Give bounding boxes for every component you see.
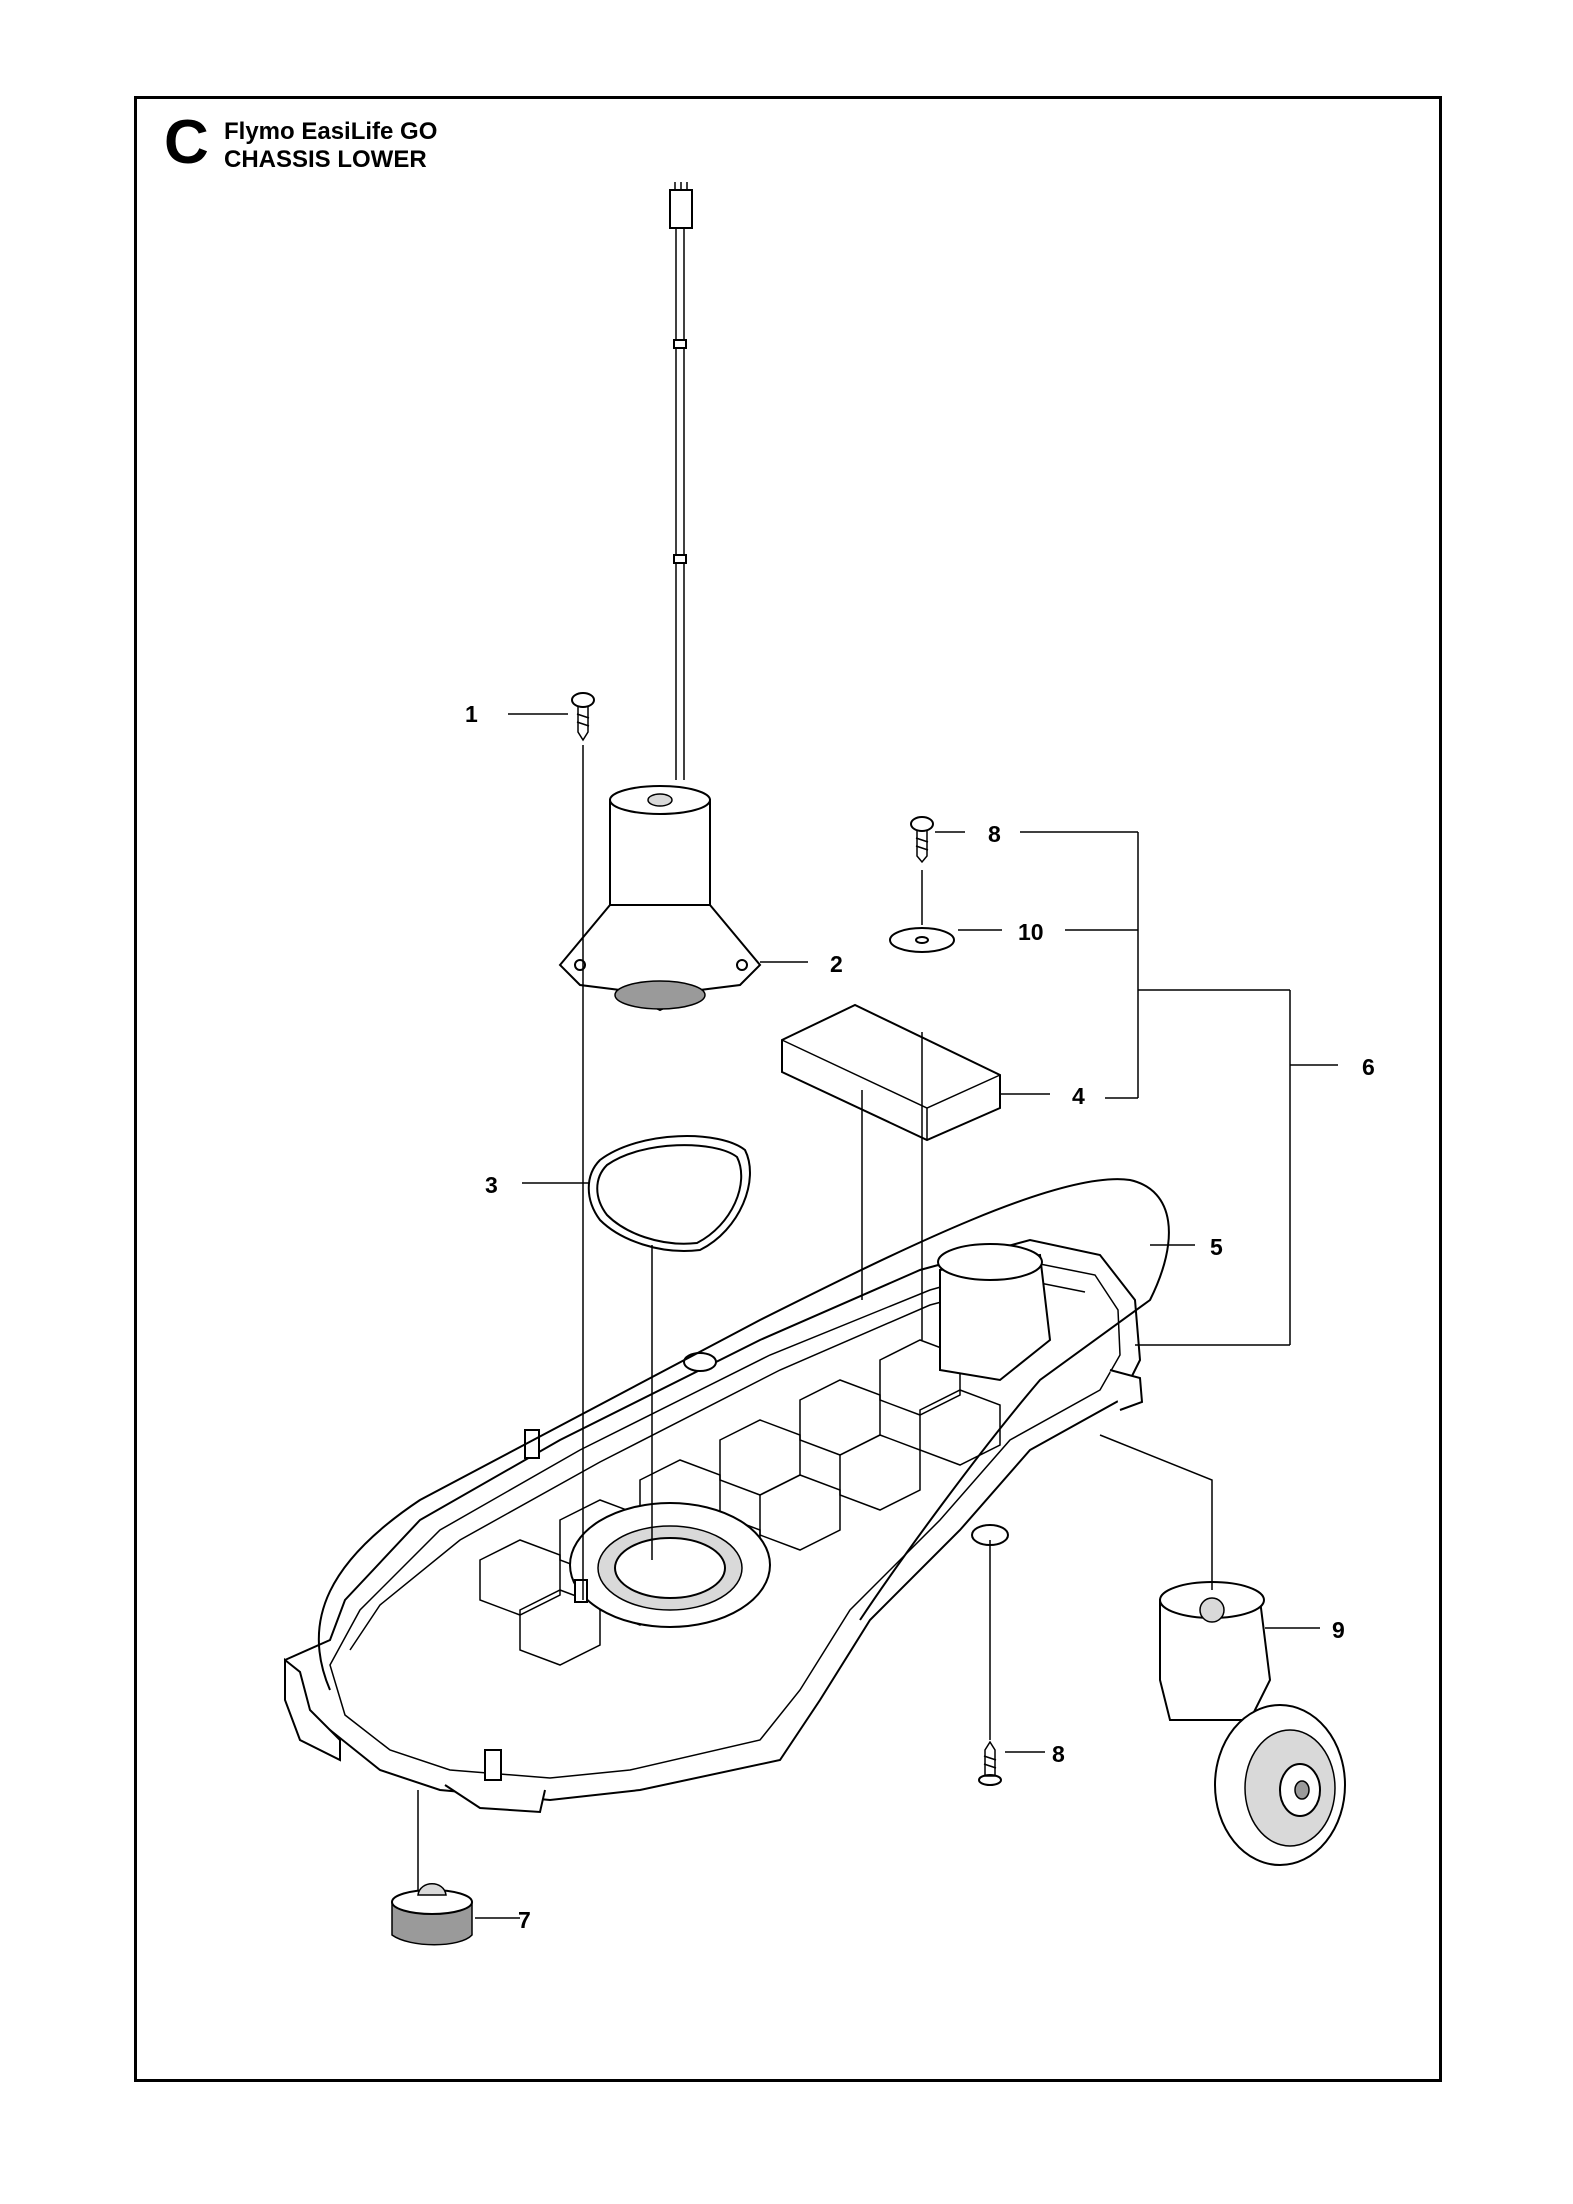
section-letter: C (164, 108, 209, 177)
caster-wheel (1159, 1581, 1346, 1866)
gasket-ring (587, 1135, 751, 1252)
callout-5: 5 (1210, 1234, 1223, 1260)
title-block: Flymo EasiLife GO CHASSIS LOWER (224, 118, 437, 174)
rubber-foot (391, 1883, 473, 1946)
callout-2: 2 (830, 951, 843, 977)
callout-7: 7 (518, 1907, 531, 1933)
product-title: Flymo EasiLife GO (224, 118, 438, 145)
screw-8-bottom (978, 1740, 1002, 1786)
callout-10: 10 (1018, 919, 1044, 945)
callout-3: 3 (485, 1172, 498, 1198)
callouts: 1 2 3 4 5 6 7 8 8 9 10 (465, 701, 1375, 1933)
screw-8-top (910, 816, 934, 864)
drawing-frame (134, 96, 1442, 2082)
leader-lines (417, 713, 1338, 1919)
drive-motor (558, 182, 762, 1012)
callout-6: 6 (1362, 1054, 1375, 1080)
assembly-title: CHASSIS LOWER (224, 146, 427, 173)
callout-9: 9 (1332, 1617, 1345, 1643)
washer (889, 927, 955, 953)
foam-block (781, 1003, 1001, 1142)
callout-4: 4 (1072, 1083, 1085, 1109)
seal-loop (317, 1178, 1170, 1691)
chassis-lower-housing (283, 1238, 1144, 1814)
screw-1 (571, 692, 595, 742)
callout-8-bottom: 8 (1052, 1741, 1065, 1767)
callout-8-top: 8 (988, 821, 1001, 847)
callout-1: 1 (465, 701, 478, 727)
